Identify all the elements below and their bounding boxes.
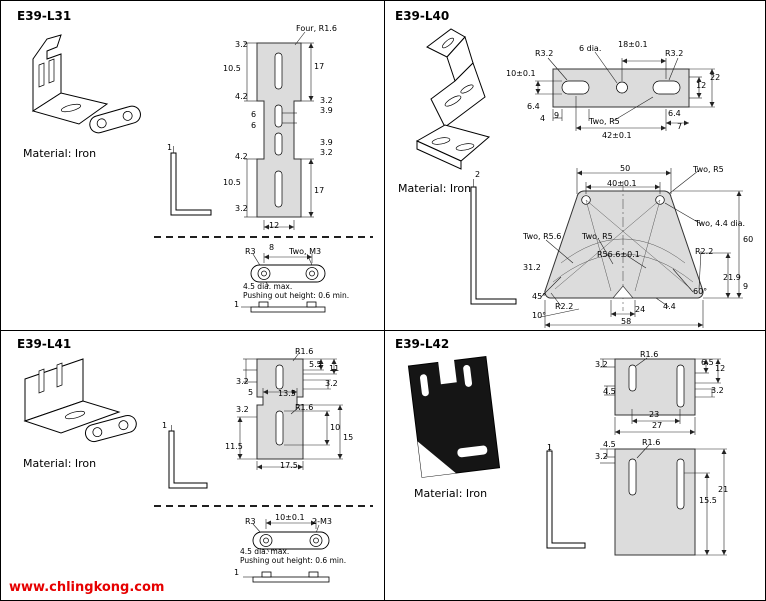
- l42-side-view: [546, 445, 586, 549]
- l41-detail-view: [243, 519, 330, 583]
- l42-front-view: [614, 358, 696, 556]
- l42-isometric-view: [407, 355, 501, 478]
- panel-title-e39-l42: E39-L42: [395, 337, 450, 351]
- panel-title-e39-l41: E39-L41: [17, 337, 72, 351]
- l41-front-view: [256, 358, 304, 460]
- l40-top-view: [552, 68, 690, 108]
- material-label-e39-l41: Material: Iron: [23, 457, 97, 470]
- l31-front-dims: [244, 31, 314, 230]
- l40-fan-view: [544, 181, 704, 311]
- l31-detail-view: [241, 253, 326, 313]
- l31-isometric-view: [31, 34, 141, 134]
- material-label-e39-l31: Material: Iron: [23, 147, 97, 160]
- l31-side-view: [170, 146, 212, 216]
- material-label-e39-l42: Material: Iron: [414, 487, 488, 500]
- l40-top-view-dims: [535, 51, 715, 131]
- l40-side-view: [470, 179, 517, 305]
- horizontal-divider: [1, 330, 765, 331]
- l40-isometric-view: [415, 28, 491, 170]
- vertical-divider: [384, 1, 385, 600]
- l40-fan-view-dims: [540, 168, 743, 328]
- l41-side-view: [168, 425, 208, 489]
- l41-front-dims: [237, 352, 343, 470]
- panel-title-e39-l40: E39-L40: [395, 9, 450, 23]
- l42-front-dims: [600, 357, 727, 556]
- website-watermark: www.chlingkong.com: [9, 580, 165, 595]
- material-label-e39-l40: Material: Iron: [398, 182, 472, 195]
- panel-title-e39-l31: E39-L31: [17, 9, 72, 23]
- l41-isometric-view: [23, 358, 137, 443]
- l31-front-view: [256, 42, 302, 218]
